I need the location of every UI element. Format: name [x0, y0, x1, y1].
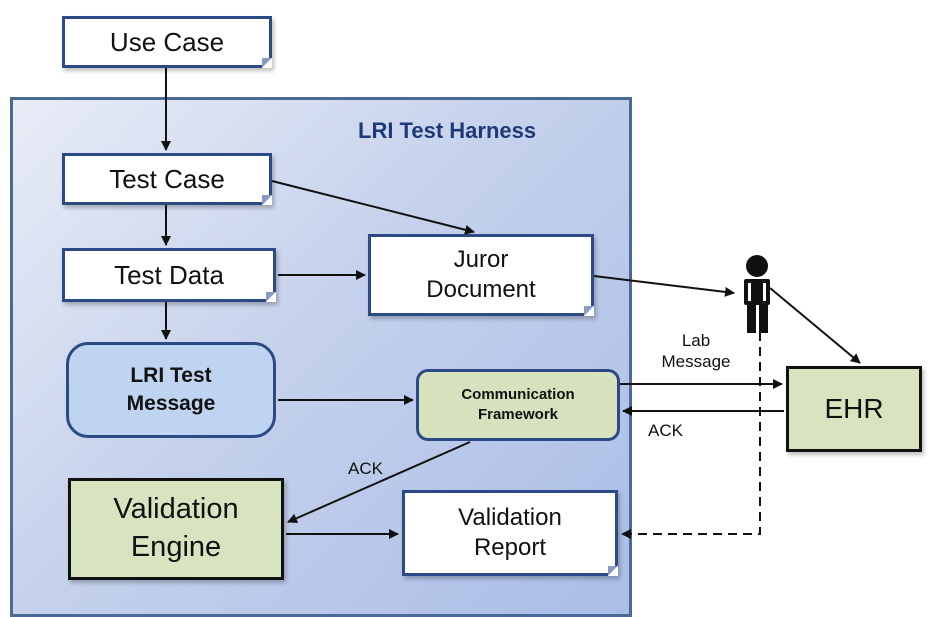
ack-from-ehr-label: ACK: [648, 421, 683, 440]
lab-message-label: Lab Message: [648, 330, 744, 373]
ack-to-engine-label: ACK: [348, 459, 383, 478]
arrow-person-to-report-dashed: [621, 332, 761, 539]
juror-document-line1: Juror: [453, 246, 509, 273]
test-case-node: Test Case: [62, 153, 272, 205]
validation-engine-node: Validation Engine: [68, 478, 284, 580]
arrow-juror-to-person: [593, 275, 735, 297]
test-data-label: Test Data: [114, 259, 224, 290]
ehr-label: EHR: [824, 392, 884, 424]
lri-test-message-node: LRI Test Message: [66, 342, 276, 438]
arrow-testcase-to-juror: [271, 180, 475, 235]
lri-test-message-line1: LRI Test: [130, 363, 212, 387]
arrow-person-to-ehr: [769, 287, 861, 364]
lri-test-message-line2: Message: [126, 392, 216, 415]
diagram-canvas: LRI Test Harness Use Case Test Case Test…: [10, 16, 922, 617]
person-icon: [744, 255, 770, 333]
ehr-node: EHR: [786, 366, 922, 452]
validation-engine-line2: Engine: [130, 531, 222, 563]
lab-message-line1: Lab: [681, 331, 711, 350]
validation-report-node: Validation Report: [402, 490, 618, 576]
lab-message-line2: Message: [661, 352, 731, 372]
arrow-comm-to-engine-ack: [287, 441, 471, 523]
communication-framework-line2: Framework: [477, 406, 559, 423]
juror-document-line2: Document: [426, 276, 536, 303]
use-case-node: Use Case: [62, 16, 272, 68]
test-case-label: Test Case: [109, 163, 225, 194]
validation-report-line2: Report: [473, 534, 547, 561]
validation-report-line1: Validation: [458, 504, 562, 531]
communication-framework-line1: Communication: [461, 385, 575, 403]
communication-framework-node: Communication Framework: [416, 369, 620, 441]
juror-document-node: Juror Document: [368, 234, 594, 316]
harness-title: LRI Test Harness: [358, 118, 537, 143]
connector-layer: [161, 68, 861, 539]
test-data-node: Test Data: [62, 248, 276, 302]
use-case-label: Use Case: [109, 26, 225, 57]
validation-engine-line1: Validation: [113, 493, 239, 526]
